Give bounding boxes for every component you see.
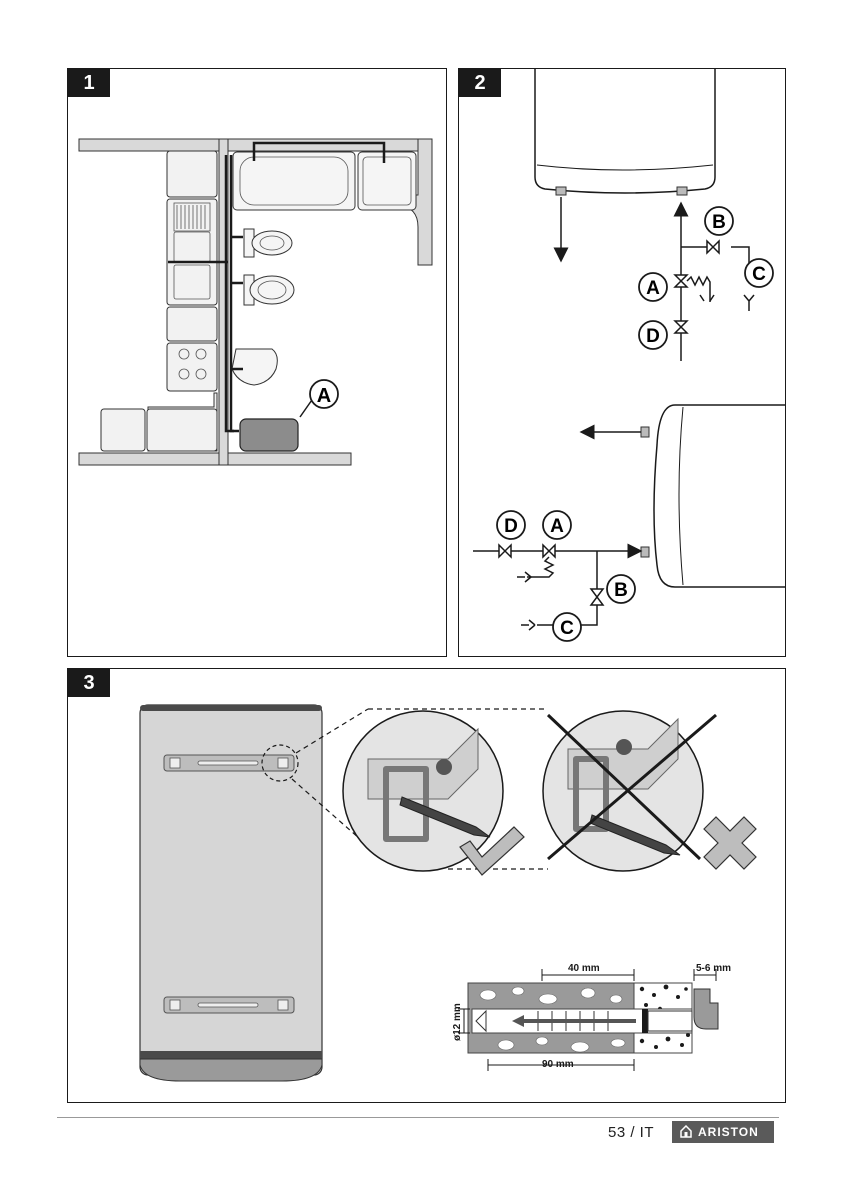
outlet-fitting (641, 427, 649, 437)
bolt-icon (436, 759, 452, 775)
brand-name: ARISTON (698, 1125, 759, 1139)
heater-base (140, 1059, 322, 1081)
label-d: D (504, 516, 518, 537)
valve-b-icon (591, 589, 603, 605)
footer-divider (57, 1117, 779, 1118)
label-a: A (550, 516, 564, 537)
inlet-fitting (677, 187, 687, 195)
brand-logo: ARISTON (672, 1121, 774, 1143)
heater-bottom-band (140, 1051, 322, 1059)
toilet-bowl (252, 231, 292, 255)
kitchen-cabinet (167, 151, 217, 197)
kitchen-cabinet (101, 409, 145, 451)
cross-icon (704, 817, 756, 869)
valve-a-icon (675, 275, 687, 287)
floor-plan-drawing: A (68, 69, 447, 657)
valve-b-icon (707, 241, 719, 253)
house-logo-icon (680, 1125, 692, 1138)
washbasin (232, 349, 277, 385)
label-b: B (614, 580, 628, 601)
bidet-bowl (250, 276, 294, 304)
drain-fitting-icon (744, 295, 754, 311)
kitchen-cabinet (167, 307, 217, 341)
outlet-fitting (556, 187, 566, 195)
panel-2-connections: 2 B A (458, 68, 786, 657)
dim-5-6mm: 5-6 mm (696, 963, 731, 974)
label-c: C (752, 264, 766, 285)
connection-diagrams: B A C D D A B C (459, 69, 786, 657)
page-number: 53 / IT (608, 1124, 654, 1141)
drain-fitting-icon (521, 620, 535, 630)
kitchen-hob (167, 343, 217, 391)
label-d: D (646, 326, 660, 347)
horizontal-heater-body (654, 405, 786, 587)
shower-tray (358, 152, 416, 210)
water-heater-location (240, 419, 298, 451)
label-a: A (646, 278, 660, 299)
bathtub (233, 152, 355, 210)
valve-d-icon (499, 545, 511, 557)
valve-d-icon (675, 321, 687, 333)
dim-12mm: ø12 mm (452, 1003, 463, 1041)
valve-a-icon (543, 545, 555, 557)
washer (642, 1009, 648, 1033)
drain-fitting-icon (700, 295, 714, 301)
heater-top-band (140, 705, 322, 711)
vertical-heater-body (535, 69, 715, 193)
inlet-fitting (641, 547, 649, 557)
bolt-icon (616, 739, 632, 755)
callout-a: A (317, 385, 331, 407)
label-b: B (712, 212, 726, 233)
kitchen-sink-unit (167, 199, 217, 305)
panel-3-wall-mounting: 3 (67, 668, 786, 1103)
label-c: C (560, 618, 574, 639)
panel-1-floor-plan: 1 (67, 68, 447, 657)
wall-top-right (221, 139, 432, 151)
wall-bottom (79, 453, 351, 465)
dim-90mm: 90 mm (542, 1059, 574, 1070)
bracket-profile (694, 989, 718, 1029)
mounting-drawing: 40 mm 5-6 mm 90 mm ø12 mm (68, 669, 786, 1103)
dim-40mm: 40 mm (568, 963, 600, 974)
kitchen-cabinet (147, 409, 217, 451)
wall-top-left (79, 139, 219, 151)
